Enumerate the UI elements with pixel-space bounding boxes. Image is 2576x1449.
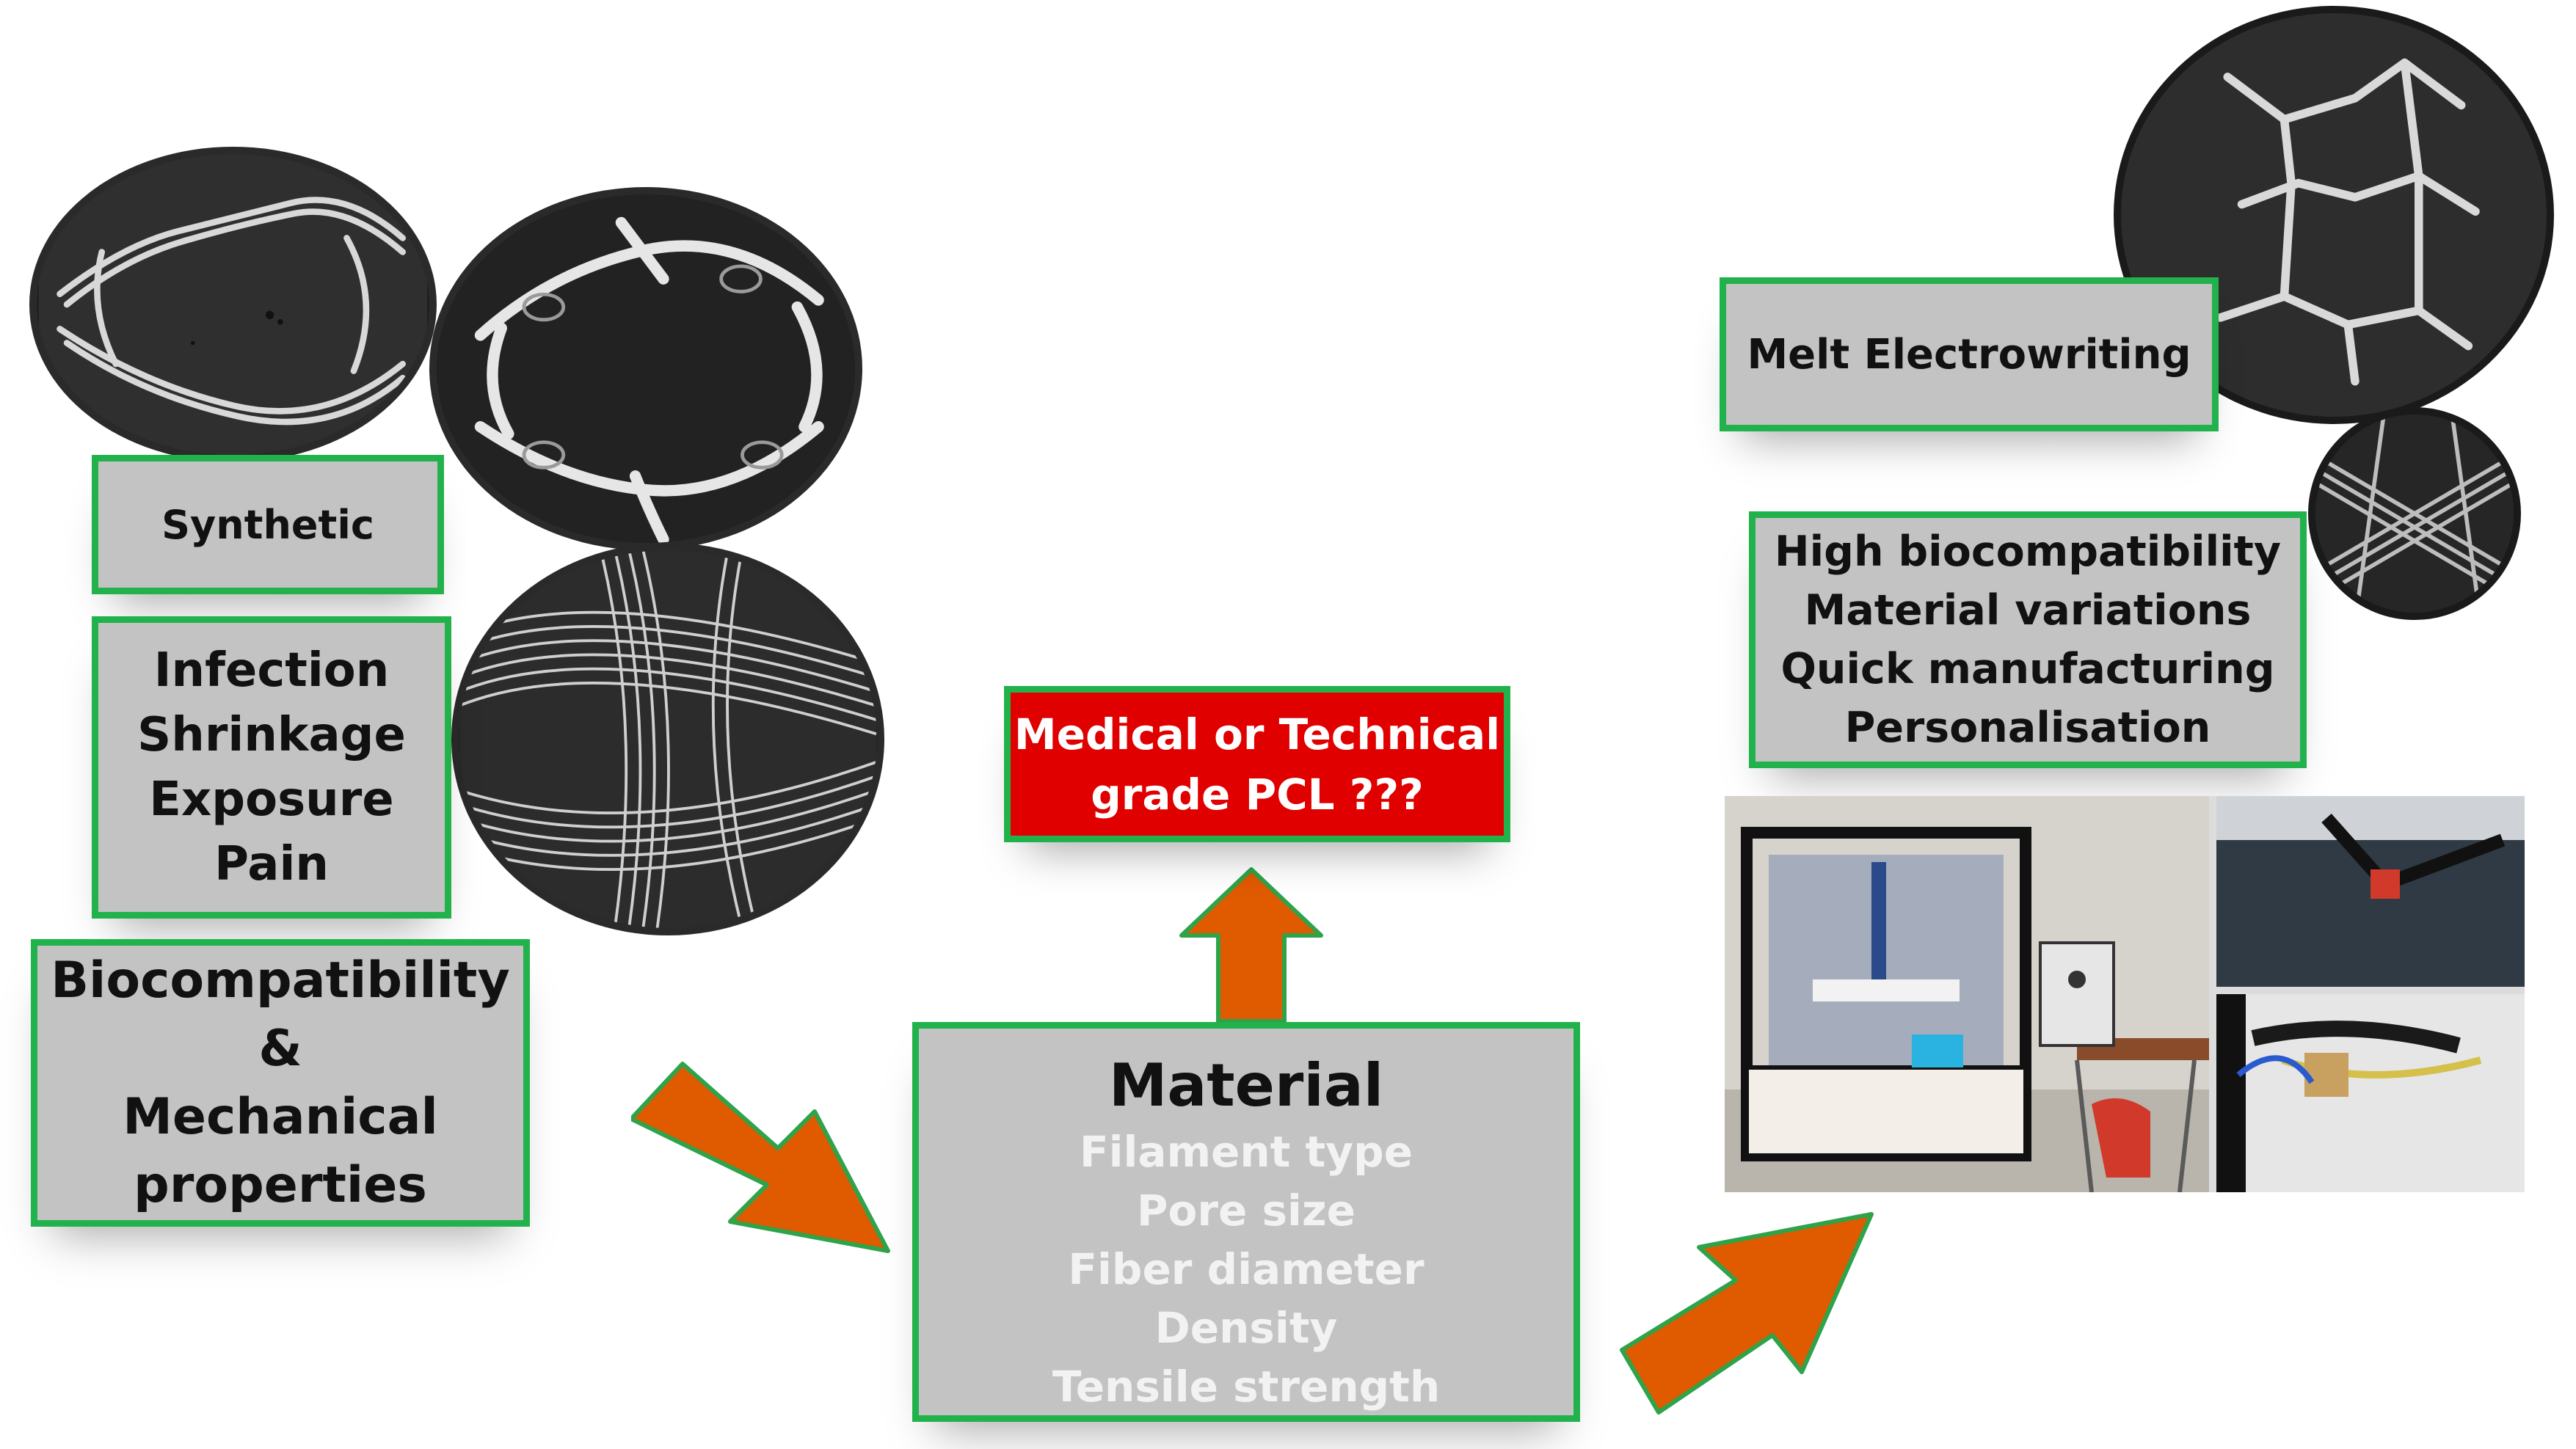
requirement-properties: properties	[134, 1156, 427, 1214]
advantage-material-variations: Material variations	[1804, 586, 2252, 635]
melt-electrowriting-box: Melt Electrowriting	[1720, 277, 2219, 431]
complication-exposure: Exposure	[149, 773, 394, 827]
advantage-quick-manufacturing: Quick manufacturing	[1780, 645, 2275, 693]
requirements-box: Biocompatibility & Mechanical properties	[31, 939, 530, 1227]
material-box: Material Filament type Pore size Fiber d…	[912, 1022, 1580, 1422]
sem-braided-fibers-icon	[451, 543, 884, 935]
material-param-tensile-strength: Tensile strength	[1052, 1362, 1441, 1412]
mew-grid-icon	[2308, 407, 2521, 620]
question-line-1: Medical or Technical	[1014, 709, 1501, 759]
synthetic-box: Synthetic	[92, 455, 444, 594]
material-title: Material	[1108, 1051, 1384, 1120]
pcl-grade-question-box: Medical or Technical grade PCL ???	[1004, 686, 1510, 842]
advantage-biocompatibility: High biocompatibility	[1774, 528, 2282, 576]
mew-printer-photo-icon	[1725, 796, 2525, 1192]
synthetic-label: Synthetic	[161, 501, 374, 548]
complications-box: Infection Shrinkage Exposure Pain	[92, 616, 451, 919]
material-param-pore-size: Pore size	[1137, 1186, 1356, 1236]
complication-pain: Pain	[214, 837, 329, 891]
advantage-personalisation: Personalisation	[1844, 704, 2211, 752]
sem-knitted-mesh-closeup-icon	[429, 187, 862, 550]
material-param-filament-type: Filament type	[1080, 1127, 1413, 1177]
sem-knitted-mesh-icon	[29, 147, 437, 462]
complication-shrinkage: Shrinkage	[137, 708, 406, 762]
advantages-box: High biocompatibility Material variation…	[1749, 511, 2307, 768]
material-param-density: Density	[1154, 1303, 1338, 1353]
requirement-biocompatibility: Biocompatibility	[51, 952, 510, 1010]
requirement-mechanical: Mechanical	[123, 1088, 438, 1146]
complication-infection: Infection	[153, 643, 390, 698]
question-line-2: grade PCL ???	[1091, 769, 1424, 820]
arrow-right-down	[631, 1062, 890, 1253]
material-param-fiber-diameter: Fiber diameter	[1068, 1244, 1425, 1294]
arrow-right-up	[1620, 1212, 1874, 1415]
mew-label: Melt Electrowriting	[1747, 330, 2191, 379]
requirement-and: &	[258, 1020, 302, 1078]
mew-scaffold-icon	[2114, 6, 2554, 424]
arrow-up	[1179, 867, 1323, 1023]
